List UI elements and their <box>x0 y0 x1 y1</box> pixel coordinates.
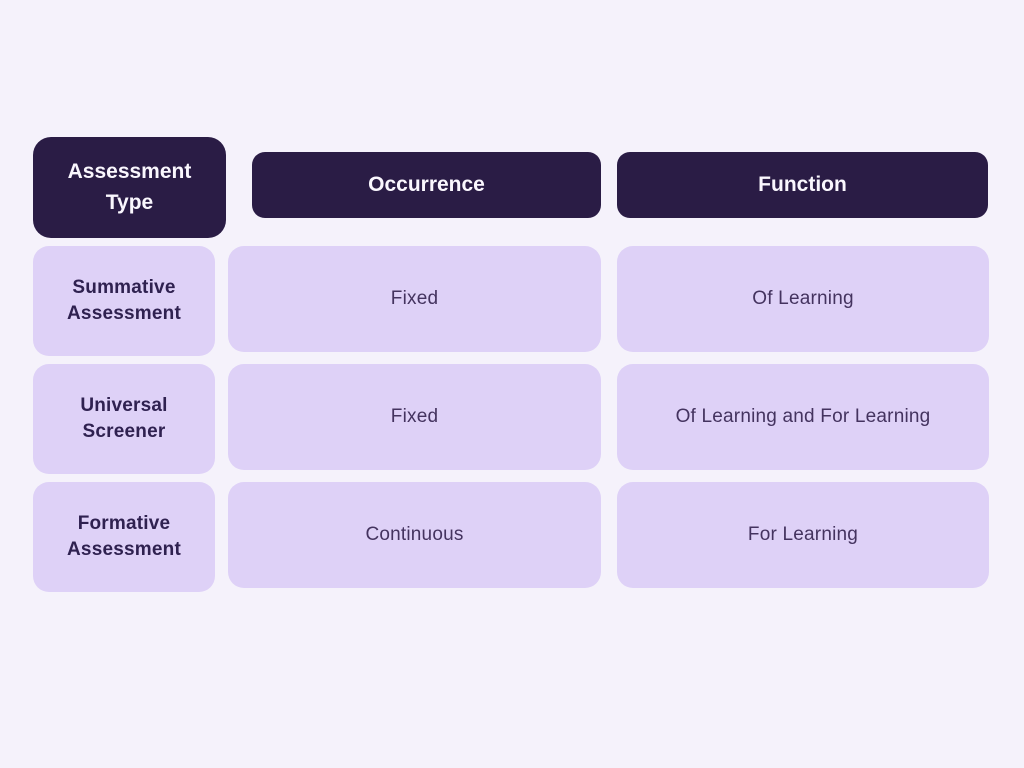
cell-value: Fixed <box>390 406 439 427</box>
cell-value: Fixed <box>390 288 439 309</box>
row-header-summative-assessment: Summative Assessment <box>33 246 215 356</box>
row-header-label: Summative Assessment <box>67 277 181 324</box>
column-header-assessment-type: Assessment Type <box>33 137 226 238</box>
cell-formative-occurrence: Continuous <box>228 482 601 588</box>
cell-value: Of Learning and For Learning <box>675 406 931 427</box>
row-header-universal-screener: Universal Screener <box>33 364 215 474</box>
row-header-label: Formative Assessment <box>67 513 181 560</box>
row-header-label: Universal Screener <box>80 395 168 442</box>
column-header-label: Assessment Type <box>67 160 192 214</box>
row-header-formative-assessment: Formative Assessment <box>33 482 215 592</box>
column-header-label: Function <box>758 173 847 196</box>
cell-screener-function: Of Learning and For Learning <box>617 364 989 470</box>
column-header-occurrence: Occurrence <box>252 152 601 218</box>
column-header-label: Occurrence <box>368 173 485 196</box>
cell-summative-occurrence: Fixed <box>228 246 601 352</box>
column-header-function: Function <box>617 152 988 218</box>
cell-formative-function: For Learning <box>617 482 989 588</box>
cell-value: For Learning <box>747 524 859 545</box>
cell-value: Continuous <box>365 524 464 545</box>
cell-screener-occurrence: Fixed <box>228 364 601 470</box>
cell-value: Of Learning <box>752 288 854 309</box>
cell-summative-function: Of Learning <box>617 246 989 352</box>
